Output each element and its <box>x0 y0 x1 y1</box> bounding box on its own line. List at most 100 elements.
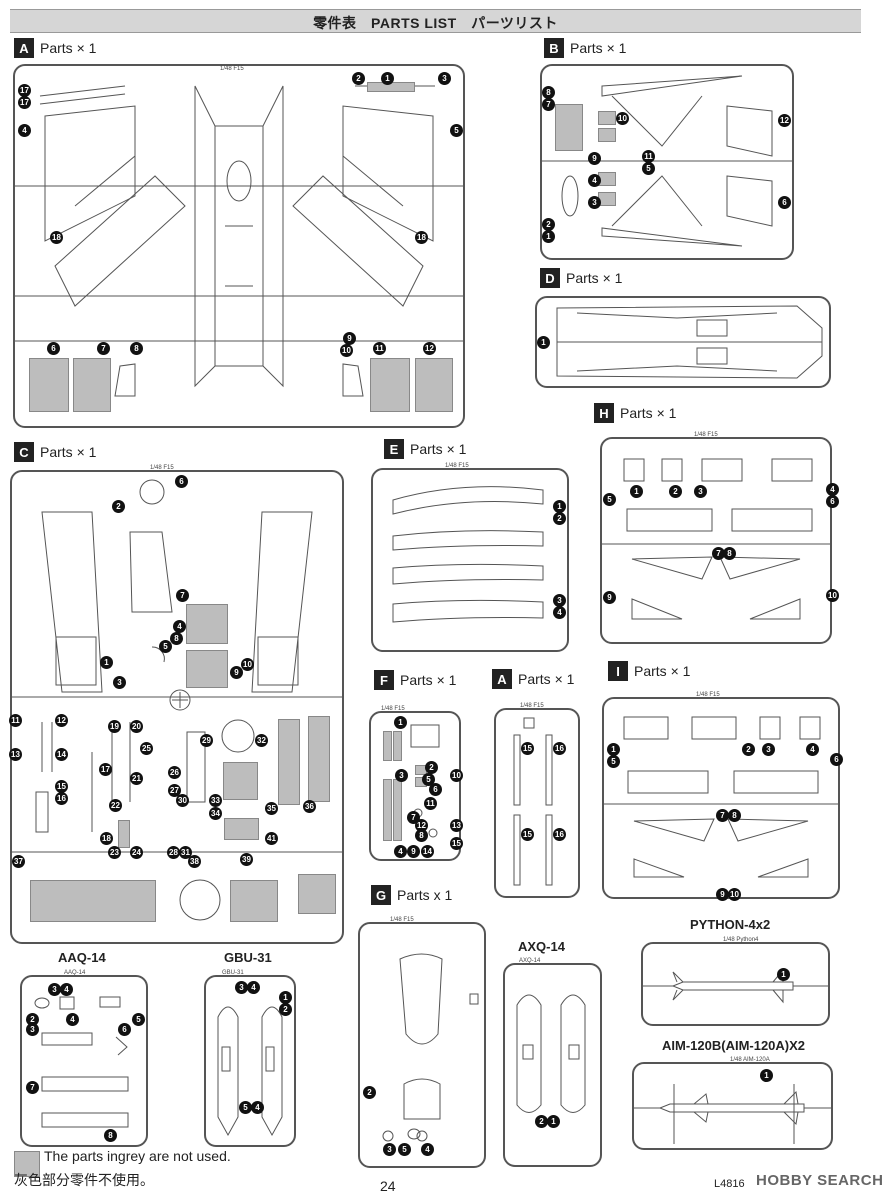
part-number-marker: 2 <box>112 500 125 513</box>
sprue-letter: G <box>371 885 391 905</box>
part-number-marker: 15 <box>521 742 534 755</box>
part-number-marker: 1 <box>394 716 407 729</box>
sprue-count: Parts × 1 <box>566 270 623 286</box>
part-number-marker: 7 <box>712 547 725 560</box>
unused-part <box>383 731 392 761</box>
gbu31-title: GBU-31 <box>224 950 272 965</box>
part-number-marker: 4 <box>826 483 839 496</box>
python-drawing <box>643 968 828 1004</box>
part-number-marker: 16 <box>553 742 566 755</box>
part-number-marker: 23 <box>108 846 121 859</box>
part-number-marker: 5 <box>422 773 435 786</box>
part-number-marker: 15 <box>450 837 463 850</box>
page-number: 24 <box>380 1178 396 1194</box>
part-number-marker: 3 <box>383 1143 396 1156</box>
sprue-count: Parts × 1 <box>620 405 677 421</box>
part-number-marker: 14 <box>55 748 68 761</box>
watermark: HOBBY SEARCH <box>756 1172 884 1189</box>
sprue-tag: GBU-31 <box>222 970 244 976</box>
part-number-marker: 3 <box>113 676 126 689</box>
part-number-marker: 24 <box>130 846 143 859</box>
python-frame: 1/48 Python4 1 <box>641 937 830 1026</box>
part-number-marker: 18 <box>50 231 63 244</box>
part-number-marker: 30 <box>176 794 189 807</box>
part-number-marker: 8 <box>104 1129 117 1142</box>
sprue-c-label: C Parts × 1 <box>14 442 96 462</box>
unused-part <box>30 880 156 922</box>
sprue-tag: 1/48 F15 <box>694 432 718 438</box>
product-code: L4816 <box>714 1178 745 1190</box>
sprue-tag: 1/48 F15 <box>220 66 244 72</box>
part-number-marker: 29 <box>200 734 213 747</box>
sprue-tag: 1/48 AIM-120A <box>730 1057 770 1063</box>
axq14-drawing <box>516 994 586 1113</box>
sprue-tag: 1/48 F15 <box>445 463 469 469</box>
sprue-d-frame: 1 <box>535 296 831 388</box>
sprue-count: Parts × 1 <box>40 40 97 56</box>
part-number-marker: 32 <box>255 734 268 747</box>
part-number-marker: 5 <box>603 493 616 506</box>
sprue-tag: 1/48 F15 <box>390 917 414 923</box>
unused-part <box>186 604 228 644</box>
part-number-marker: 8 <box>542 86 555 99</box>
part-number-marker: 38 <box>188 855 201 868</box>
part-number-marker: 7 <box>97 342 110 355</box>
part-number-marker: 12 <box>415 819 428 832</box>
part-number-marker: 5 <box>239 1101 252 1114</box>
part-number-marker: 17 <box>18 84 31 97</box>
part-number-marker: 4 <box>421 1143 434 1156</box>
part-number-marker: 4 <box>60 983 73 996</box>
part-number-marker: 22 <box>109 799 122 812</box>
part-number-marker: 26 <box>168 766 181 779</box>
sprue-tag: 1/48 F15 <box>696 692 720 698</box>
part-number-marker: 34 <box>209 807 222 820</box>
part-number-marker: 39 <box>240 853 253 866</box>
part-number-marker: 5 <box>642 162 655 175</box>
aim120-title: AIM-120B(AIM-120A)X2 <box>662 1038 806 1053</box>
part-number-marker: 3 <box>395 769 408 782</box>
sprue-tag: 1/48 F15 <box>150 465 174 471</box>
part-number-marker: 3 <box>48 983 61 996</box>
part-number-marker: 7 <box>716 809 729 822</box>
part-number-marker: 18 <box>100 832 113 845</box>
sprue-e-drawing <box>392 486 544 623</box>
part-number-marker: 4 <box>66 1013 79 1026</box>
sprue-count: Parts × 1 <box>518 671 575 687</box>
part-number-marker: 3 <box>588 196 601 209</box>
part-number-marker: 36 <box>303 800 316 813</box>
sprue-tag: AXQ-14 <box>519 958 541 964</box>
part-number-marker: 5 <box>132 1013 145 1026</box>
gbu31-drawing <box>217 1006 283 1137</box>
sprue-c-drawing <box>12 479 342 921</box>
part-number-marker: 2 <box>669 485 682 498</box>
aim120-frame: 1/48 AIM-120A 1 <box>632 1057 833 1150</box>
part-number-marker: 1 <box>553 500 566 513</box>
part-number-marker: 4 <box>173 620 186 633</box>
part-number-marker: 10 <box>826 589 839 602</box>
sprue-count: Parts × 1 <box>40 444 97 460</box>
part-number-marker: 31 <box>179 846 192 859</box>
sprue-tag: 1/48 F15 <box>381 706 405 712</box>
part-number-marker: 1 <box>381 72 394 85</box>
unused-part <box>393 779 402 841</box>
part-number-marker: 1 <box>777 968 790 981</box>
part-number-marker: 10 <box>241 658 254 671</box>
unused-part <box>308 716 330 802</box>
sprue-letter: C <box>14 442 34 462</box>
sprue-letter: A <box>492 669 512 689</box>
sprue-count: Parts × 1 <box>410 441 467 457</box>
part-number-marker: 3 <box>762 743 775 756</box>
part-number-marker: 9 <box>343 332 356 345</box>
part-number-marker: 27 <box>168 784 181 797</box>
